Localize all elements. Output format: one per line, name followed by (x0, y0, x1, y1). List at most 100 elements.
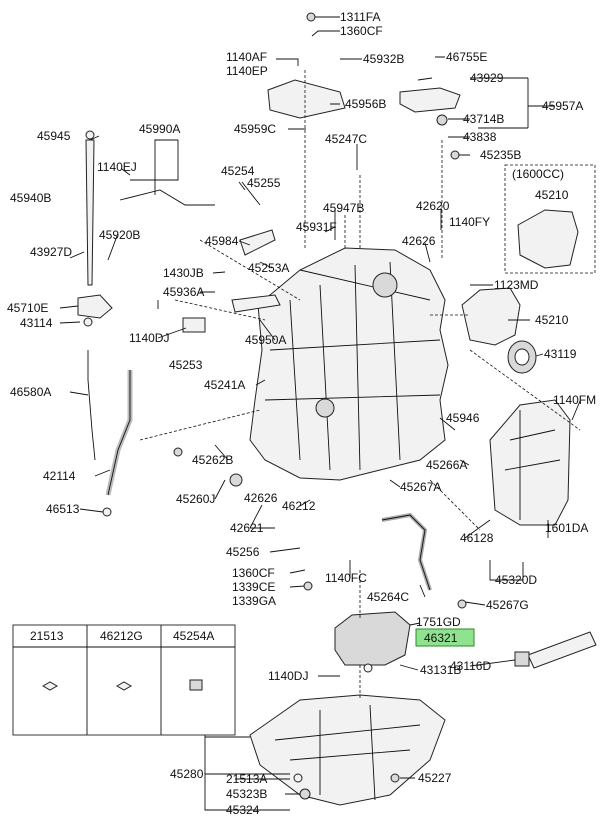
label-21513A: 21513A (226, 772, 267, 786)
bolt-45267G-icon (457, 599, 467, 609)
shift-shaft (85, 139, 95, 286)
cap-45235B-icon (450, 150, 460, 160)
label-45266A: 45266A (426, 458, 467, 472)
label-45947B: 45947B (323, 201, 364, 215)
label-1140EP: 1140EP (226, 64, 268, 78)
legend-header-21513: 21513 (30, 629, 64, 643)
label-45247C: 45247C (325, 132, 367, 146)
label-1600CC: (1600CC) (512, 167, 564, 181)
label-45990A: 45990A (139, 122, 180, 136)
label-43838: 43838 (463, 130, 497, 144)
oil-filter (334, 611, 411, 666)
label-43714B: 43714B (463, 112, 504, 126)
oil-pan-ribs (274, 704, 421, 801)
label-45264C: 45264C (367, 590, 409, 604)
label-1140EJ: 1140EJ (97, 160, 137, 174)
label-45320D: 45320D (495, 573, 537, 587)
label-1140DJ-bottom: 1140DJ (268, 669, 308, 683)
lever-45253A (239, 229, 276, 256)
label-1360CF-bottom: 1360CF (232, 566, 275, 580)
dipstick (87, 350, 96, 461)
side-cover (489, 399, 571, 526)
label-1140DJ-left: 1140DJ (129, 331, 169, 345)
sensor-42621-icon (229, 473, 243, 487)
label-46321[interactable]: 46321 (424, 631, 458, 645)
label-43929: 43929 (470, 71, 504, 85)
inset-bracket (517, 209, 579, 269)
label-45931F: 45931F (296, 220, 337, 234)
label-45984: 45984 (205, 234, 239, 248)
label-43927D: 43927D (30, 245, 72, 259)
label-45253A: 45253A (248, 261, 289, 275)
label-45241A: 45241A (204, 378, 245, 392)
label-45227: 45227 (418, 771, 452, 785)
variant-inset-box (504, 164, 596, 274)
oil-pipe (381, 512, 432, 591)
shift-lever (267, 79, 346, 119)
label-1339CE: 1339CE (232, 580, 275, 594)
gear-plate (77, 294, 113, 319)
label-1140FM: 1140FM (553, 393, 596, 407)
label-45945: 45945 (37, 129, 71, 143)
sealant-cap (514, 651, 530, 667)
label-42621: 42621 (230, 521, 264, 535)
washer-45945-icon (85, 130, 95, 140)
label-1140FC: 1140FC (325, 571, 367, 585)
label-46128: 46128 (460, 531, 494, 545)
dipstick-tube (105, 370, 133, 496)
oil-seal-inner (514, 348, 530, 366)
label-46580A: 46580A (10, 385, 51, 399)
label-45210-inset: 45210 (535, 188, 569, 202)
label-46513: 46513 (46, 502, 80, 516)
label-45253: 45253 (169, 358, 203, 372)
label-1430JB: 1430JB (163, 266, 204, 280)
label-45260J: 45260J (176, 492, 215, 506)
part-labels: 1311FA 1360CF 1140AF 1140EP 45932B 46755… (7, 10, 596, 817)
label-43119: 43119 (544, 347, 577, 361)
label-1360CF: 1360CF (340, 24, 383, 38)
case-port-2 (372, 272, 398, 298)
label-45324: 45324 (226, 803, 260, 817)
fastener-icons (83, 12, 467, 800)
label-45267A: 45267A (400, 480, 441, 494)
label-45710E: 45710E (7, 301, 48, 315)
clip-46513-icon (102, 507, 112, 517)
highlight-46321 (415, 628, 475, 647)
label-1123MD: 1123MD (494, 278, 539, 292)
label-45946: 45946 (446, 411, 480, 425)
drain-plug-icon (299, 788, 311, 800)
label-45932B: 45932B (363, 52, 404, 66)
label-43131B: 43131B (420, 663, 461, 677)
case-port (315, 398, 335, 418)
label-45256: 45256 (226, 545, 260, 559)
dipstick-tube-outline (107, 370, 131, 496)
label-45280: 45280 (170, 767, 204, 781)
label-42620: 42620 (416, 199, 450, 213)
label-45255: 45255 (247, 176, 281, 190)
label-45920B: 45920B (99, 228, 140, 242)
label-45267G: 45267G (486, 598, 529, 612)
side-cover-ribs (504, 410, 561, 520)
label-45936A: 45936A (163, 285, 204, 299)
label-42114: 42114 (43, 469, 76, 483)
label-45254: 45254 (221, 164, 255, 178)
case-ribs (264, 261, 441, 471)
label-43114: 43114 (20, 316, 53, 330)
label-45956B: 45956B (345, 97, 386, 111)
gasket-21513A-icon (293, 773, 303, 783)
detent-plate (399, 87, 461, 113)
leader-lines (59, 16, 581, 811)
o-ring-43114-icon (83, 317, 93, 327)
label-1601DA: 1601DA (545, 521, 588, 535)
label-42626-mid: 42626 (244, 491, 278, 505)
label-45210-main: 45210 (535, 313, 569, 327)
label-43116D: 43116D (450, 659, 491, 673)
legend-header-46212G: 46212G (100, 629, 143, 643)
plug-45262B-icon (173, 447, 183, 457)
label-45235B: 45235B (480, 148, 521, 162)
label-1140FY: 1140FY (449, 215, 490, 229)
lever-45950A (231, 294, 281, 313)
legend-header-45254A: 45254A (173, 629, 214, 643)
